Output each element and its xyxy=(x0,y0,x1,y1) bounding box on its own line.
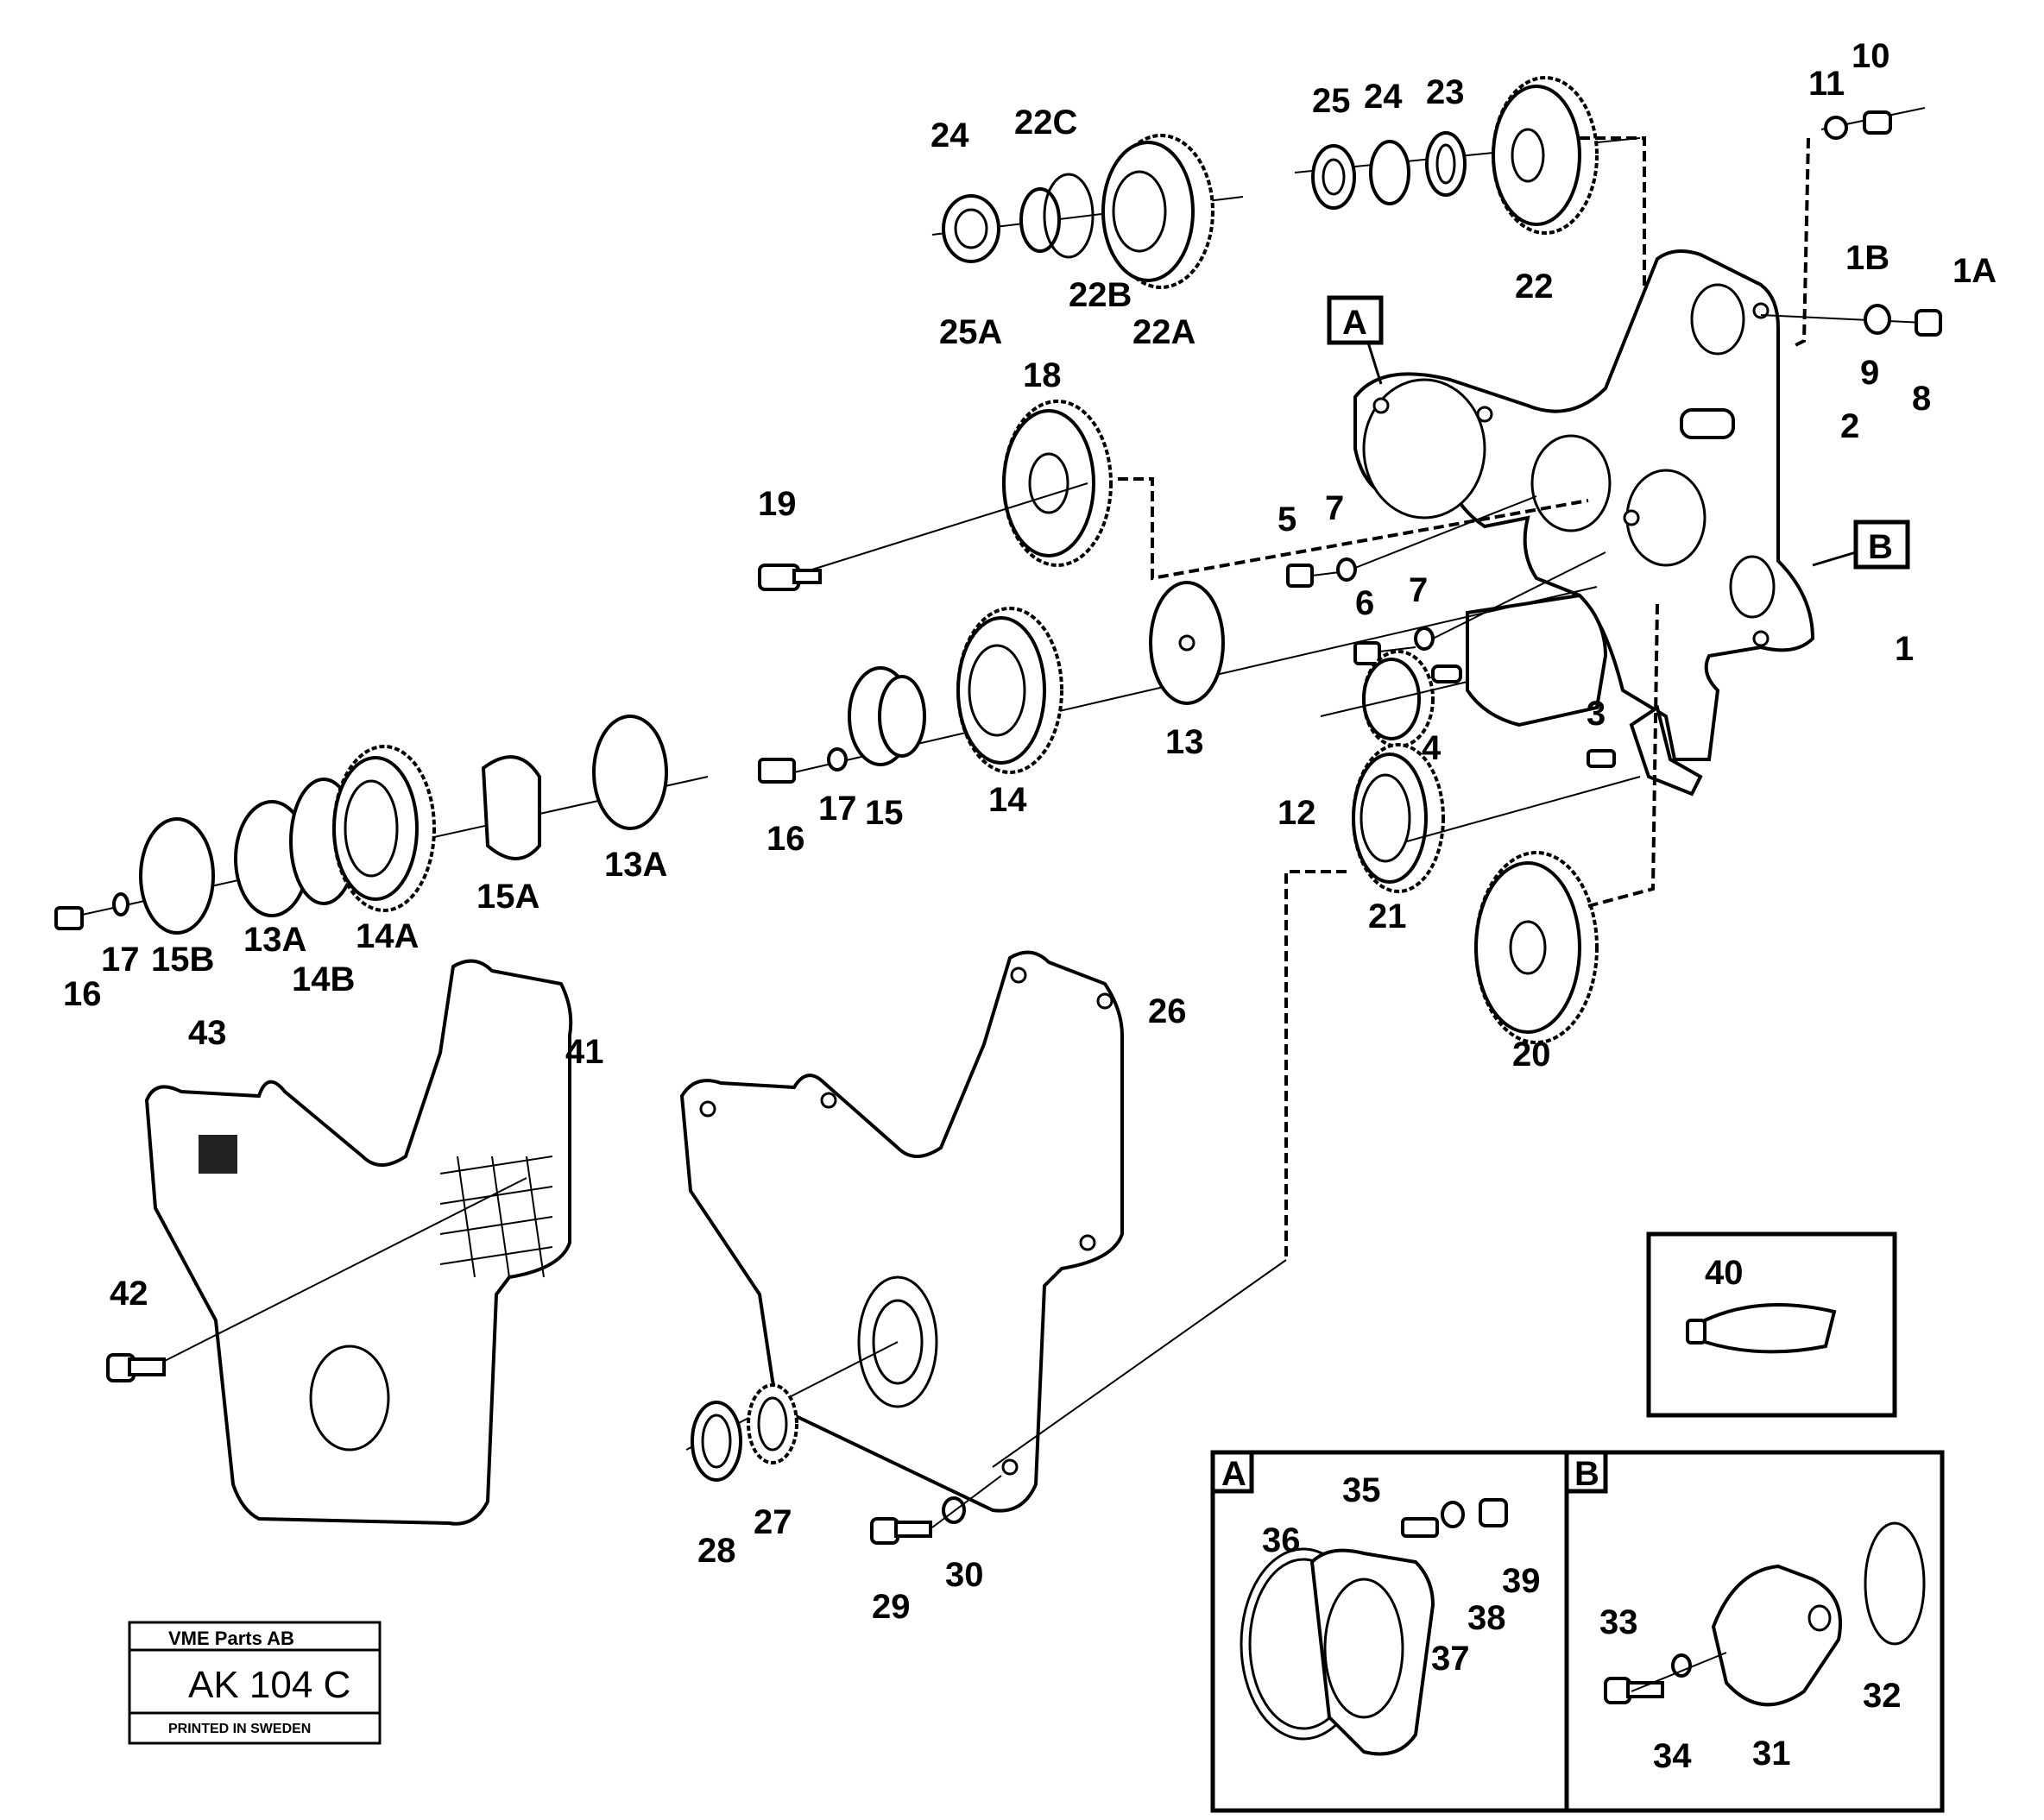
label-31: 31 xyxy=(1752,1735,1791,1773)
label-1A: 1A xyxy=(1953,252,1997,290)
label-15A: 15A xyxy=(476,878,539,916)
label-36: 36 xyxy=(1262,1521,1301,1559)
label-42: 42 xyxy=(110,1275,148,1313)
label-39: 39 xyxy=(1502,1562,1541,1600)
label-24b: 24 xyxy=(1364,78,1403,116)
label-16b: 16 xyxy=(63,975,102,1013)
vme-stamp xyxy=(128,1621,382,1745)
label-28: 28 xyxy=(697,1532,736,1570)
stamp-company: VME Parts AB xyxy=(168,1628,294,1649)
label-26: 26 xyxy=(1148,992,1187,1030)
label-5: 5 xyxy=(1278,501,1296,538)
detail-reference-boxes xyxy=(1327,295,1910,570)
label-22A: 22A xyxy=(1132,313,1195,351)
gear-20 xyxy=(1474,851,1599,1044)
label-34: 34 xyxy=(1653,1737,1692,1775)
gear-14A-assembly xyxy=(54,715,709,935)
bolts-5-6 xyxy=(1286,495,1606,665)
label-20: 20 xyxy=(1512,1036,1551,1074)
label-38: 38 xyxy=(1467,1599,1506,1637)
label-24a: 24 xyxy=(931,117,969,154)
label-29: 29 xyxy=(872,1588,911,1626)
label-9: 9 xyxy=(1860,354,1879,392)
label-25A: 25A xyxy=(939,313,1002,351)
label-25: 25 xyxy=(1312,82,1351,120)
label-1: 1 xyxy=(1895,630,1914,668)
label-13A-right: 13A xyxy=(604,846,667,884)
callout-labels: 1 1A 1B 2 3 4 5 6 7 7 8 9 10 11 12 13 13… xyxy=(63,37,1997,1775)
label-30: 30 xyxy=(945,1556,984,1594)
sealant-box-40 xyxy=(1646,1231,1897,1418)
label-22C: 22C xyxy=(1014,104,1077,142)
label-18: 18 xyxy=(1023,356,1062,394)
label-40: 40 xyxy=(1705,1254,1744,1292)
timing-gear-housing xyxy=(1353,249,1815,761)
label-7b: 7 xyxy=(1409,571,1428,609)
stamp-printed: PRINTED IN SWEDEN xyxy=(168,1722,311,1736)
label-35: 35 xyxy=(1342,1471,1381,1509)
label-14A: 14A xyxy=(356,917,419,955)
gear-21 xyxy=(1352,743,1445,893)
idler-gear-14-assembly xyxy=(758,581,1598,784)
label-15: 15 xyxy=(865,794,904,832)
label-21: 21 xyxy=(1368,897,1407,935)
inset-label-A: A xyxy=(1221,1455,1246,1493)
label-43: 43 xyxy=(188,1014,227,1052)
front-cover-41 xyxy=(106,959,573,1526)
plug-fittings xyxy=(1760,107,1943,347)
label-12: 12 xyxy=(1278,794,1316,832)
label-37: 37 xyxy=(1431,1640,1470,1678)
stamp-code: AK 104 C xyxy=(188,1664,350,1706)
label-41: 41 xyxy=(565,1033,604,1071)
label-17a: 17 xyxy=(818,790,857,828)
label-11: 11 xyxy=(1808,65,1845,103)
crank-gear-12 xyxy=(1320,650,1468,748)
label-32: 32 xyxy=(1863,1677,1902,1715)
label-7a: 7 xyxy=(1325,489,1344,527)
box-label-A: A xyxy=(1342,304,1367,342)
seals-27-28 xyxy=(685,1341,899,1482)
label-6: 6 xyxy=(1355,584,1374,622)
label-27: 27 xyxy=(754,1503,792,1541)
label-8: 8 xyxy=(1912,380,1931,418)
label-17b: 17 xyxy=(101,941,140,979)
gear-assembly-22A xyxy=(931,134,1244,289)
bolt-29 xyxy=(870,1475,1002,1545)
label-13: 13 xyxy=(1165,723,1204,761)
gear-assembly-22 xyxy=(1294,76,1641,235)
label-1B: 1B xyxy=(1845,239,1889,277)
label-33: 33 xyxy=(1599,1603,1638,1641)
label-14: 14 xyxy=(988,781,1027,819)
label-16a: 16 xyxy=(766,820,805,858)
label-15B: 15B xyxy=(151,941,214,979)
label-10: 10 xyxy=(1852,37,1890,75)
label-4: 4 xyxy=(1422,729,1442,767)
label-14B: 14B xyxy=(292,960,355,998)
label-22: 22 xyxy=(1515,268,1554,305)
detail-insets xyxy=(1210,1450,1945,1813)
front-cover-26 xyxy=(679,950,1124,1513)
inset-label-B: B xyxy=(1574,1455,1599,1493)
label-2: 2 xyxy=(1840,407,1859,445)
gear-18 xyxy=(758,400,1113,591)
label-13A-left: 13A xyxy=(243,921,306,959)
box-label-B: B xyxy=(1868,528,1893,566)
label-3: 3 xyxy=(1587,695,1606,733)
label-23: 23 xyxy=(1426,73,1465,111)
label-19: 19 xyxy=(758,485,797,523)
label-22B: 22B xyxy=(1069,276,1132,314)
